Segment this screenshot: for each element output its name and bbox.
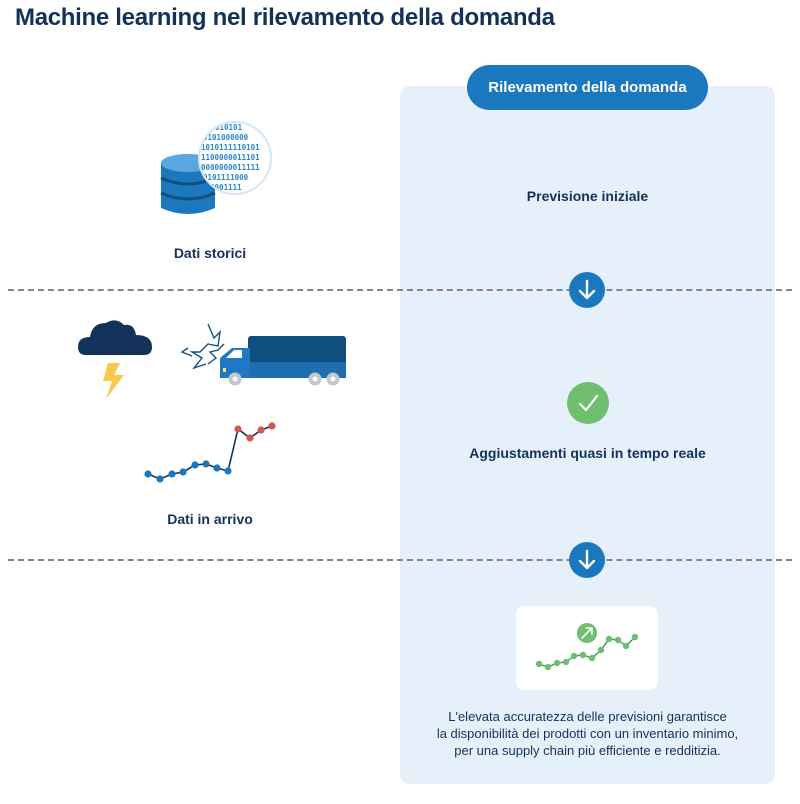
growth-point <box>614 636 622 644</box>
check-icon <box>578 394 599 412</box>
data-point <box>213 464 221 472</box>
result-description: L'elevata accuratezza delle previsioni g… <box>400 708 775 759</box>
result-line-2: la disponibilità dei prodotti con un inv… <box>436 726 739 741</box>
incoming-data-line-icon <box>144 422 276 483</box>
data-point <box>191 461 199 469</box>
growth-chart-card <box>516 606 658 690</box>
data-point <box>246 434 254 442</box>
arrow-down-icon <box>578 279 596 300</box>
data-point <box>179 468 187 476</box>
binary-row: 1100000011101 <box>201 153 260 162</box>
growth-point <box>579 651 587 659</box>
binary-row: 0101111000 <box>203 173 249 182</box>
real-time-adjustments-label: Aggiustamenti quasi in tempo reale <box>469 445 706 461</box>
check-badge <box>567 382 609 424</box>
data-point <box>268 422 276 430</box>
growth-point <box>597 646 605 654</box>
binary-row: 000001111 <box>201 183 242 192</box>
database-binary-icon: 0101010101000000101011111010111000000111… <box>160 121 272 214</box>
demand-sensing-header-label: Rilevamento della domanda <box>488 79 687 96</box>
result-line-1: L'elevata accuratezza delle previsioni g… <box>448 709 727 724</box>
growth-point <box>562 658 570 666</box>
historical-data-label: Dati storici <box>173 245 247 261</box>
growth-point <box>544 663 552 671</box>
data-point <box>168 470 176 478</box>
truck-crash-icon <box>180 323 346 386</box>
crash-marks-icon <box>180 323 225 370</box>
divider-1 <box>8 289 792 291</box>
binary-row: 0000000011111 <box>201 163 260 172</box>
growth-point <box>570 652 578 660</box>
data-point <box>156 475 164 483</box>
incoming-data-label: Dati in arrivo <box>167 511 253 527</box>
growth-point <box>622 642 630 650</box>
binary-row: 1010111110101 <box>201 143 260 152</box>
binary-magnifier-icon: 0101010101000000101011111010111000000111… <box>198 121 272 195</box>
binary-row: 0101000000 <box>203 133 249 142</box>
result-line-3: per una supply chain più efficiente e re… <box>454 743 721 758</box>
initial-forecast-label: Previsione iniziale <box>526 188 649 204</box>
data-point <box>224 467 232 475</box>
data-point <box>144 470 152 478</box>
arrow-down-badge-2 <box>569 542 605 578</box>
binary-row: 010101 <box>215 123 243 132</box>
arrow-down-icon <box>578 549 596 570</box>
growth-point <box>588 654 596 662</box>
data-point <box>234 425 242 433</box>
data-point <box>257 426 265 434</box>
lightning-icon <box>103 363 124 399</box>
growth-point <box>631 633 639 641</box>
divider-2 <box>8 559 792 561</box>
page-title: Machine learning nel rilevamento della d… <box>15 4 555 31</box>
data-point <box>202 460 210 468</box>
growth-point <box>553 659 561 667</box>
growth-point <box>535 660 543 668</box>
growth-point <box>605 635 613 643</box>
trend-up-arrow-icon <box>577 623 597 643</box>
arrow-down-badge-1 <box>569 272 605 308</box>
storm-cloud-icon <box>78 320 152 399</box>
demand-sensing-header: Rilevamento della domanda <box>467 65 708 110</box>
growth-line-icon <box>535 623 639 671</box>
